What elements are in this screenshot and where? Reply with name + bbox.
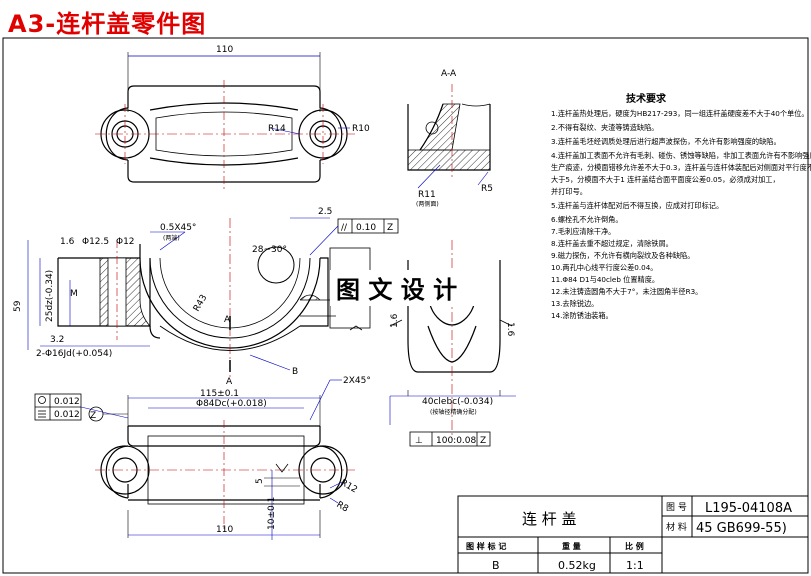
dim-25: 25dz(-0.34)	[45, 270, 55, 322]
requirement-item: 生产痕迹，分模面错移允许差不大于0.3，连杆盖与连杆体装配后对侧面对平行度不	[551, 163, 811, 172]
bottom-view	[34, 379, 355, 540]
requirement-item: 11.Φ84 D1与40cleb 位置精度。	[551, 275, 659, 284]
watermark: 图 文 设 计	[336, 276, 457, 304]
cut-mark-a-top: A	[224, 315, 231, 325]
dim-height-59: 59	[13, 300, 23, 312]
tol-bottom-value: 100:0.08	[436, 436, 477, 446]
tol-box-ref: Z	[387, 223, 393, 233]
dim-r43: R43	[192, 293, 210, 313]
page-title: A3-连杆盖零件图	[8, 10, 207, 38]
requirement-item: 10.两孔中心线平行度公差0.04。	[551, 263, 658, 272]
datum-z: Z	[90, 411, 96, 421]
dim-2x45: 2X45°	[343, 376, 371, 386]
tol-box-value: 0.10	[356, 223, 376, 233]
requirement-item: 大于5，分模面不大于1 连杆盖结合面平面度公差0.05，必须成对加工，	[551, 175, 780, 184]
title-block	[457, 495, 809, 574]
requirement-item: 2.不得有裂纹、夹渣等铸造缺陷。	[551, 123, 658, 132]
dim-dia-12-5: Φ12.5	[82, 237, 109, 247]
label-b: B	[292, 367, 298, 377]
tol-bottom-ref: Z	[480, 436, 486, 446]
tol-box-symbol: //	[341, 223, 348, 233]
dim-5: 5	[255, 478, 265, 484]
section-label: A-A	[441, 69, 457, 79]
tol-bottom-symbol: ⊥	[415, 436, 423, 446]
sheet-border	[2, 37, 809, 574]
dim-10: 10±0.1	[267, 497, 277, 530]
requirement-item: 4.连杆盖加工表面不允许有毛刺、碰伤、锈蚀等缺陷，非加工表面允许有不影响强度的	[551, 151, 811, 160]
technical-requirements: 技术要求 1.连杆盖热处理后，硬度为HB217-293，同一组连杆盖硬度差不大于…	[551, 92, 811, 320]
watermark-backdrop	[330, 270, 480, 306]
label-m: M	[70, 289, 78, 299]
part-name: 连 杆 盖	[522, 510, 577, 528]
mark-value: B	[492, 559, 500, 572]
top-view	[95, 52, 355, 190]
requirement-item: 5.连杆盖与连杆体配对后不得互换，应成对打印标记。	[551, 201, 723, 210]
requirement-item: 1.连杆盖热处理后，硬度为HB217-293，同一组连杆盖硬度差不大于40个单位…	[551, 109, 809, 118]
requirement-item: 12.未注铸造圆角不大于7°，未注圆角半径R3。	[551, 287, 702, 296]
dim-ra-16: 1.6	[60, 237, 75, 247]
dim-r11: R11	[418, 190, 436, 200]
col-scale: 比 例	[625, 541, 644, 551]
side-view	[389, 240, 516, 447]
dim-40-note: (按轴径精确分配)	[430, 408, 477, 416]
dim-dia-12: Φ12	[116, 237, 135, 247]
weight-value: 0.52kg	[558, 559, 596, 572]
dim-115: 115±0.1	[200, 389, 239, 399]
dim-r11-note: (两侧面)	[416, 200, 439, 208]
requirement-item: 3.连杆盖毛坯经调质处理后进行超声波探伤，不允许有影响强度的缺陷。	[551, 137, 781, 146]
dim-bottom-110: 110	[216, 525, 233, 535]
front-view	[27, 217, 399, 380]
dim-chamfer-note: (两端)	[163, 234, 180, 242]
requirements-heading: 技术要求	[626, 92, 667, 105]
dim-2-5: 2.5	[318, 207, 332, 217]
dim-r10: R10	[352, 124, 370, 134]
dim-r14: R14	[268, 124, 286, 134]
cut-mark-a-bottom: A	[226, 377, 233, 387]
code-label: 图 号	[666, 502, 687, 513]
dim-r5: R5	[481, 184, 493, 194]
requirement-item: 14.涂防锈油装箱。	[551, 311, 613, 320]
col-mark: 图 样 标 记	[466, 541, 506, 551]
dim-40: 40clebc(-0.034)	[422, 397, 493, 407]
requirement-item: 并打印号。	[551, 187, 587, 196]
code-value: L195-04108A	[705, 501, 792, 516]
requirement-item: 9.磁力探伤，不允许有横向裂纹及各种缺陷。	[551, 251, 694, 260]
dim-ra-right: 1.6	[505, 322, 515, 337]
section-aa-view	[407, 84, 491, 189]
dim-chamfer: 0.5X45°	[160, 223, 196, 233]
material-value: 45 GB699-55)	[696, 521, 787, 536]
dim-16: 2-Φ16Jd(+0.054)	[36, 349, 112, 359]
dim-ra-right-left: 1.6	[390, 313, 400, 328]
dim-84: Φ84Dc(+0.018)	[196, 399, 267, 409]
requirement-item: 8.连杆盖去重不超过规定，清除铁屑。	[551, 239, 673, 248]
requirement-item: 13.去除锐边。	[551, 299, 598, 308]
dim-r12: R12	[339, 478, 359, 496]
col-weight: 重 量	[562, 541, 581, 551]
dim-top-110: 110	[216, 45, 233, 55]
scale-value: 1:1	[626, 559, 644, 572]
requirement-item: 6.螺栓孔不允许倒角。	[551, 215, 623, 224]
dim-angle: 28~30°	[252, 245, 287, 255]
tol-0012-a: 0.012	[54, 397, 80, 407]
dim-3-2: 3.2	[50, 335, 64, 345]
requirement-item: 7.毛刺应清除干净。	[551, 227, 615, 236]
material-label: 材 料	[666, 521, 687, 533]
tol-0012-b: 0.012	[54, 410, 80, 420]
